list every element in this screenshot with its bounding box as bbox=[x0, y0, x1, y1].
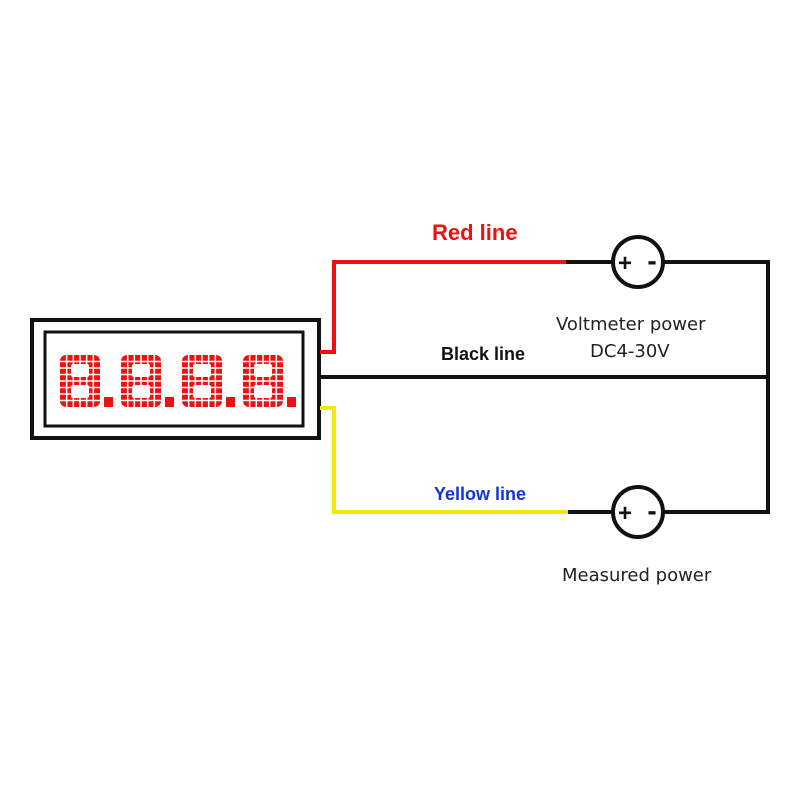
minus-symbol: - bbox=[647, 495, 656, 526]
plus-symbol: + bbox=[618, 500, 632, 527]
power-source-circle bbox=[611, 235, 665, 289]
wires bbox=[320, 260, 770, 514]
measured-power-label: Measured power bbox=[562, 565, 712, 586]
led-digit bbox=[121, 355, 174, 407]
led-decimal-point bbox=[104, 397, 113, 407]
voltmeter-power-label: Voltmeter power bbox=[556, 314, 706, 335]
yellow-wire bbox=[320, 406, 568, 514]
led-decimal-point bbox=[226, 397, 235, 407]
yellow-line-label: Yellow line bbox=[434, 484, 526, 504]
black-line-label: Black line bbox=[441, 344, 525, 364]
led-digit bbox=[243, 355, 296, 407]
red-line-label: Red line bbox=[432, 220, 518, 245]
power-source-circle bbox=[611, 485, 665, 539]
led-decimal-point bbox=[165, 397, 174, 407]
red-wire bbox=[320, 260, 566, 354]
led-display bbox=[60, 355, 296, 407]
measured-power-source: + - bbox=[611, 485, 665, 539]
plus-symbol: + bbox=[618, 250, 632, 277]
voltmeter-module bbox=[30, 318, 321, 440]
voltmeter-power-source: + - bbox=[611, 235, 665, 289]
voltage-range-label: DC4-30V bbox=[590, 341, 670, 362]
led-digit bbox=[60, 355, 113, 407]
led-decimal-point bbox=[287, 397, 296, 407]
minus-symbol: - bbox=[647, 245, 656, 276]
led-digit bbox=[182, 355, 235, 407]
